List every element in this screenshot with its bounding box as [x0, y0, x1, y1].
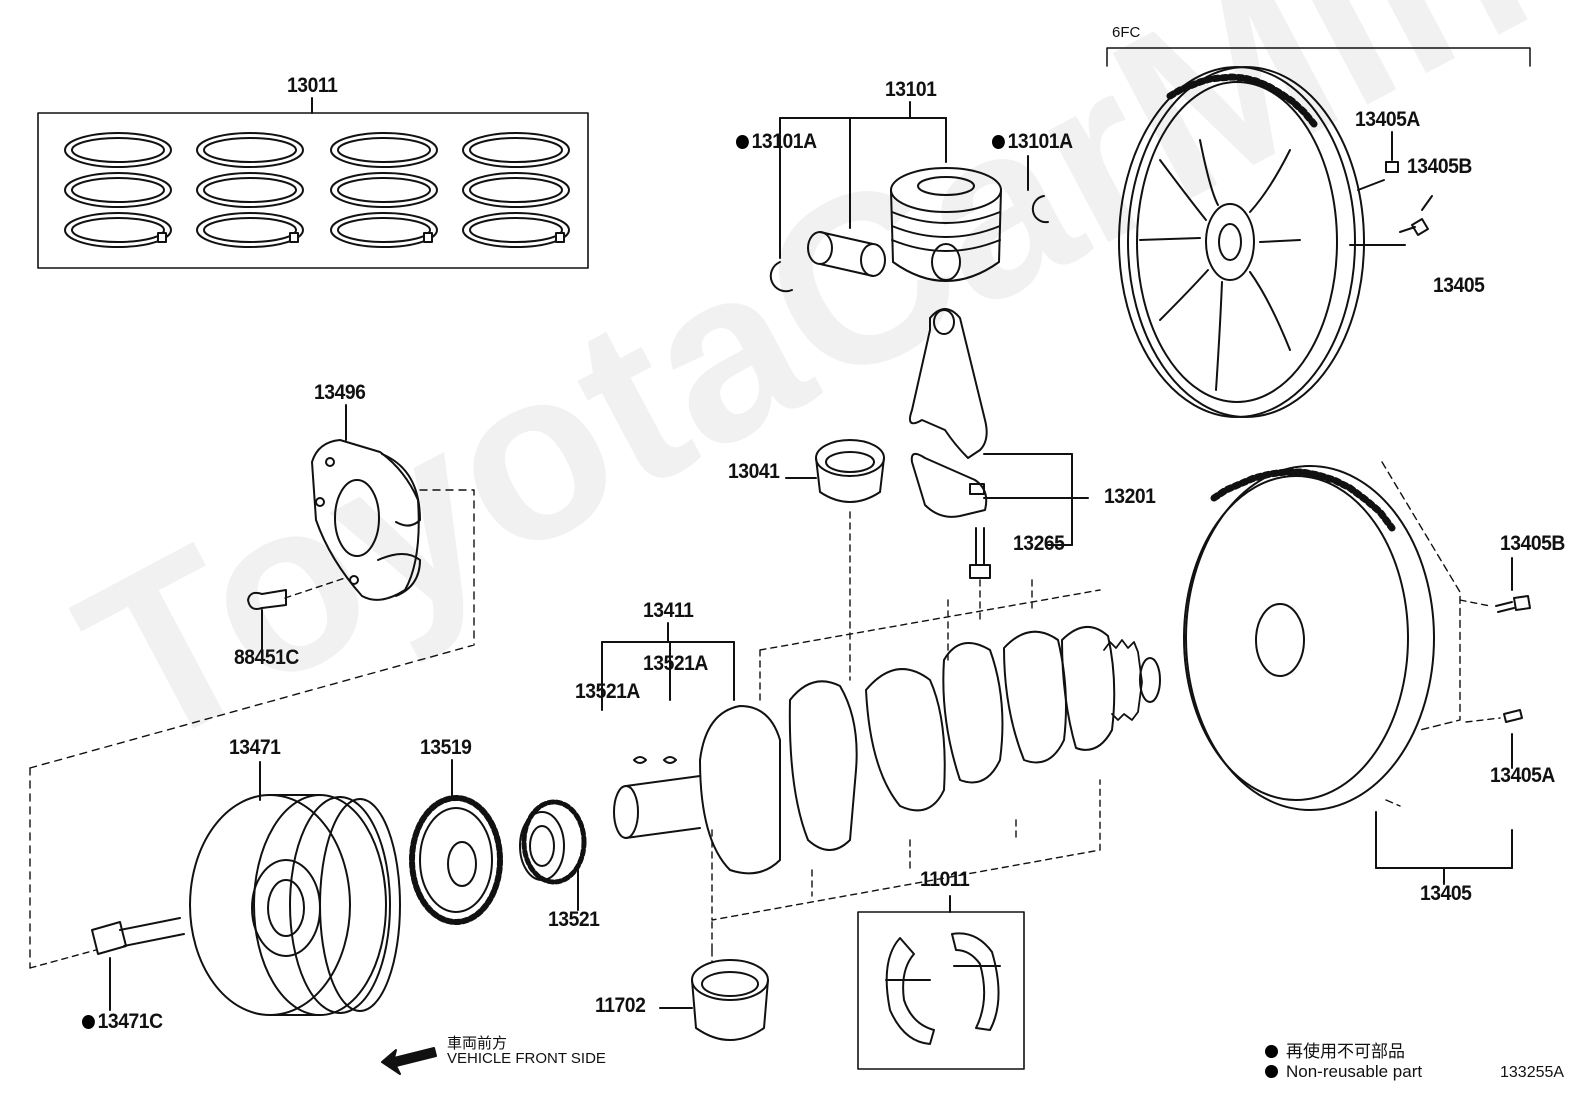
part-label-13041[interactable]: 13041 — [728, 460, 780, 483]
part-label-13471[interactable]: 13471 — [229, 736, 281, 759]
non-reusable-dot-icon — [992, 135, 1005, 149]
drive-plate-drawing — [1118, 66, 1433, 418]
part-label-11702[interactable]: 11702 — [595, 994, 646, 1017]
part-number-text: 13101A — [751, 130, 817, 153]
diagram-code: 133255A — [1500, 1064, 1565, 1081]
part-label-13405-bottom[interactable]: 13405 — [1420, 882, 1472, 905]
part-label-13521a-left[interactable]: 13521A — [575, 680, 640, 703]
part-label-13519[interactable]: 13519 — [420, 736, 472, 759]
non-reusable-dot-icon — [1265, 1065, 1278, 1078]
part-label-13471c[interactable]: 13471C — [82, 1010, 163, 1034]
timing-gear-drawing — [409, 759, 503, 925]
timing-rotor-drawing — [29, 404, 475, 769]
part-label-88451c[interactable]: 88451C — [234, 646, 299, 669]
bearing-drawing — [659, 959, 769, 1041]
legend-japanese-text: 再使用不可部品 — [1286, 1042, 1405, 1061]
part-label-11011[interactable]: 11011 — [920, 868, 970, 891]
part-number-text: 13471C — [97, 1010, 163, 1033]
non-reusable-dot-icon — [1265, 1045, 1278, 1058]
part-label-13101a-right[interactable]: 13101A — [992, 130, 1073, 154]
part-label-13101[interactable]: 13101 — [885, 78, 937, 101]
non-reusable-dot-icon — [82, 1015, 95, 1029]
main-bearing-set-drawing — [857, 895, 1025, 1070]
connecting-rod-drawing — [909, 308, 1089, 621]
part-label-13011[interactable]: 13011 — [287, 74, 338, 97]
part-label-13521[interactable]: 13521 — [548, 908, 600, 931]
part-label-13265[interactable]: 13265 — [1013, 532, 1065, 555]
part-label-13496[interactable]: 13496 — [314, 381, 366, 404]
non-reusable-dot-icon — [736, 135, 749, 149]
crank-pulley-drawing — [29, 761, 401, 1016]
part-label-13201[interactable]: 13201 — [1104, 485, 1156, 508]
crank-sprocket-drawing — [519, 799, 587, 911]
crankshaft-drawing — [601, 579, 1161, 963]
front-direction-japanese: 車両前方 — [447, 1035, 508, 1052]
front-arrow-drawing — [381, 1047, 437, 1075]
part-label-13521a-right[interactable]: 13521A — [643, 652, 708, 675]
part-label-13405a-bottom[interactable]: 13405A — [1490, 764, 1555, 787]
legend-english-text: Non-reusable part — [1286, 1062, 1423, 1081]
part-number-text: 13101A — [1007, 130, 1073, 153]
part-label-13405b-top[interactable]: 13405B — [1407, 155, 1472, 178]
part-label-13405a-top[interactable]: 13405A — [1355, 108, 1420, 131]
group-bracket — [1106, 47, 1531, 67]
part-label-13411[interactable]: 13411 — [643, 599, 694, 622]
piston-ring-set-drawing — [37, 97, 589, 269]
part-label-13101a-left[interactable]: 13101A — [736, 130, 817, 154]
group-label-6fc: 6FC — [1112, 24, 1141, 41]
legend-english: Non-reusable part — [1265, 1062, 1422, 1082]
piston-assembly-drawing — [769, 101, 1049, 293]
legend-japanese: 再使用不可部品 — [1265, 1037, 1405, 1062]
conrod-bearing-drawing — [785, 439, 885, 681]
flywheel-drawing — [1183, 461, 1531, 885]
part-label-13405-top[interactable]: 13405 — [1433, 274, 1485, 297]
part-label-13405b-bottom[interactable]: 13405B — [1500, 532, 1565, 555]
front-direction-english: VEHICLE FRONT SIDE — [447, 1050, 606, 1067]
